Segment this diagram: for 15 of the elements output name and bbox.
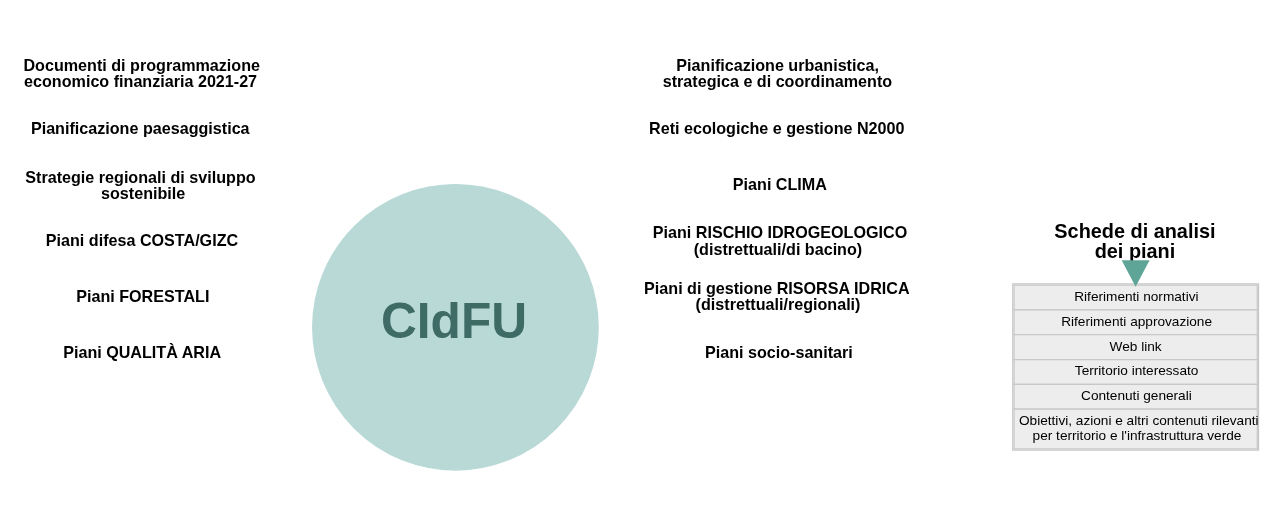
label: Piani socio-sanitari xyxy=(704,342,853,361)
label: Strategie regionali di sviluppo sostenibile xyxy=(25,167,256,202)
label: Piani CLIMA xyxy=(732,174,827,193)
label: Piani difesa COSTA/GIZC xyxy=(45,230,239,249)
label: Documenti di programmazione economico finanziaria 2021-27 xyxy=(23,55,260,90)
node-text: Schede di analisi dei piani xyxy=(1054,219,1216,262)
label: Piani FORESTALI xyxy=(76,286,210,305)
arrow xyxy=(1121,259,1150,287)
label: Pianificazione paesaggistica xyxy=(30,118,250,137)
label: Pianificazione urbanistica, strategica e di coordinamento xyxy=(662,55,893,90)
node-circle: CIdFU xyxy=(312,183,599,471)
label: Piani QUALITÀ ARIA xyxy=(63,342,222,361)
label: Reti ecologiche e gestione N2000 xyxy=(649,118,905,137)
label: Piani di gestione RISORSA IDRICA (distrettuali/regionali) xyxy=(644,278,910,313)
label: Piani RISCHIO IDROGEOLOGICO (distrettuali/di bacino) xyxy=(652,222,908,258)
